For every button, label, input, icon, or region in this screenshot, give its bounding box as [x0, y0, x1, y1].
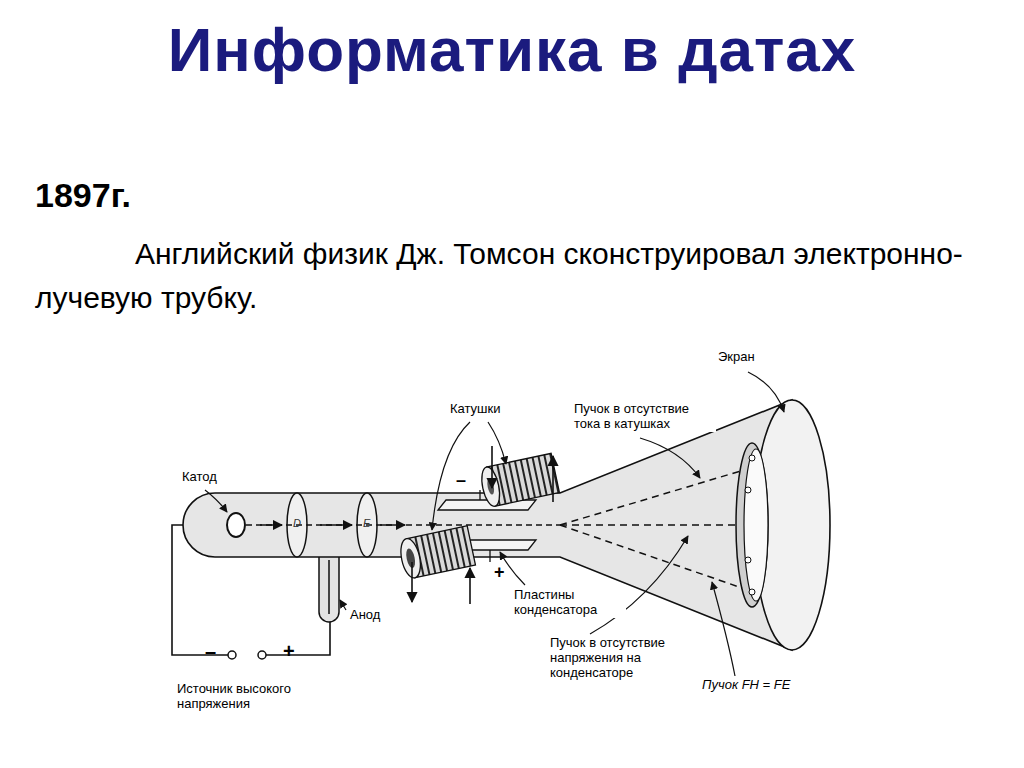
part-label: Катушки: [448, 402, 503, 417]
part-label: Анод: [348, 608, 382, 623]
beam-label: Пучок FH = FE: [700, 678, 834, 693]
year: 1897г.: [35, 176, 131, 215]
beam-label: Пучок в отсутствие напряжения на конденс…: [548, 636, 692, 681]
cathode: [227, 513, 245, 537]
anode-electrode: [328, 560, 330, 614]
polarity-sign: +: [283, 640, 295, 663]
tube-body: [183, 400, 792, 650]
part-label: Источник высокого напряжения: [175, 682, 309, 712]
terminal: [228, 651, 236, 659]
diaphragm-letter: D: [293, 517, 301, 530]
polarity-sign: +: [494, 562, 505, 583]
slide-title: Информатика в датах: [0, 14, 1024, 85]
description: Английский физик Дж. Томсон сконструиров…: [35, 232, 995, 319]
screen: [736, 443, 768, 607]
part-label: Катод: [180, 470, 219, 485]
coil: [479, 453, 560, 508]
polarity-sign: –: [205, 640, 216, 663]
polarity-sign: –: [456, 470, 466, 491]
part-label: Экран: [716, 350, 757, 365]
leader-lines: [205, 372, 784, 676]
beam-label: Пучок в отсутствие тока в катушках: [572, 402, 716, 432]
diaphragm-letter: E: [363, 517, 370, 530]
current-arrows: [412, 446, 553, 604]
terminal: [258, 651, 266, 659]
coil: [398, 526, 476, 580]
part-label: Пластины конденсатора: [512, 588, 626, 618]
